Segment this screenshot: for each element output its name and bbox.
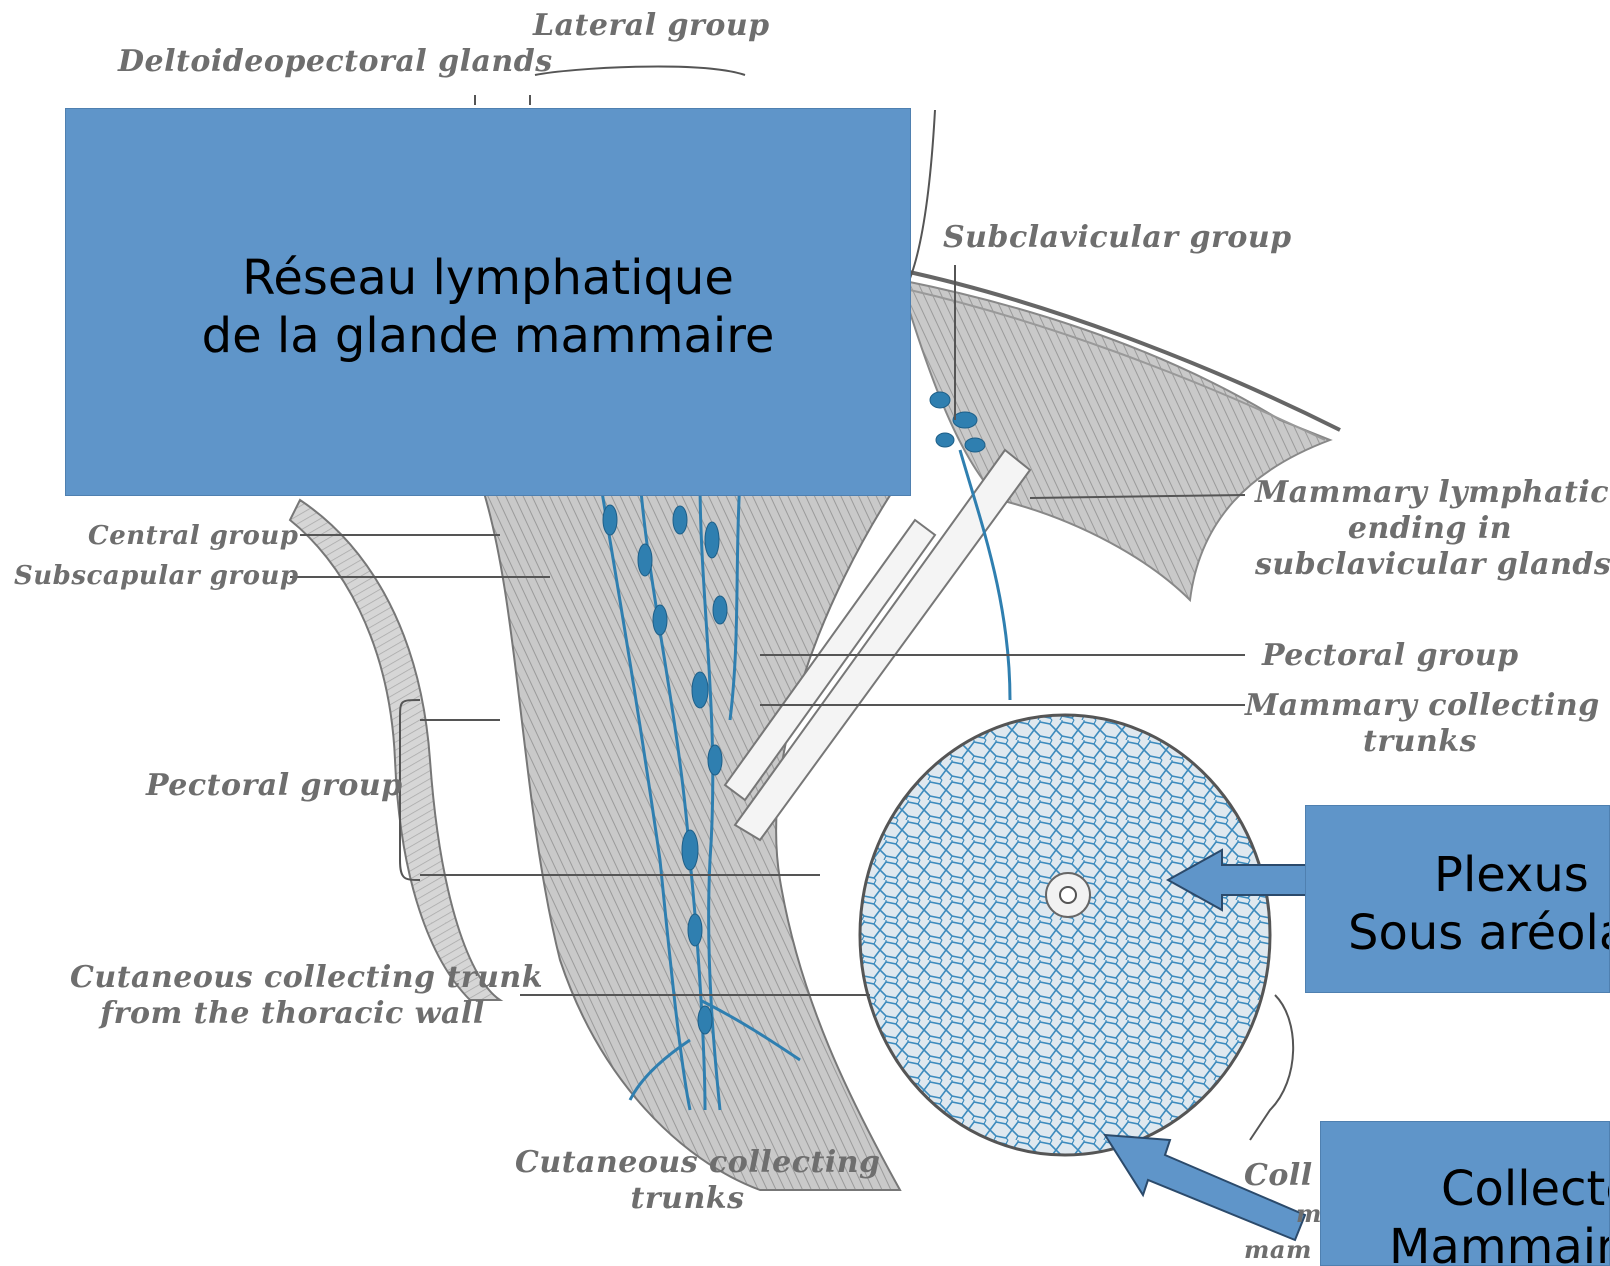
- plexus-line1: Plexus: [1434, 846, 1609, 904]
- label-mammary-collecting-line2: trunks: [1245, 724, 1595, 760]
- label-cutaneous-trunks-line1: Cutaneous collecting: [515, 1145, 860, 1181]
- title-box: Réseau lymphatique de la glande mammaire: [65, 108, 911, 496]
- collector-box: Collecte Mammaire: [1320, 1121, 1610, 1266]
- collector-line2: Mammaire: [1389, 1218, 1609, 1266]
- label-fragment-mam: mam: [1244, 1232, 1312, 1266]
- label-cutaneous-wall-line1: Cutaneous collecting trunk: [70, 960, 515, 996]
- label-pectoral-group-right: Pectoral group: [1262, 638, 1519, 674]
- label-mammary-lymphatic-line2: ending in: [1255, 511, 1605, 547]
- label-pectoral-group-left: Pectoral group: [146, 768, 403, 804]
- label-mammary-lymphatic: Mammary lymphatic ending in subclavicula…: [1255, 475, 1605, 583]
- label-cutaneous-wall-line2: from the thoracic wall: [70, 996, 515, 1032]
- label-mammary-lymphatic-line3: subclavicular glands: [1255, 547, 1605, 583]
- label-fragment-m: m: [1296, 1196, 1322, 1232]
- label-fragment-coll: Coll: [1244, 1158, 1313, 1194]
- label-cutaneous-trunks-line2: trunks: [515, 1181, 860, 1217]
- label-cutaneous-wall: Cutaneous collecting trunk from the thor…: [70, 960, 515, 1032]
- plexus-line2: Sous aréola: [1348, 904, 1609, 962]
- label-mammary-collecting: Mammary collecting trunks: [1245, 688, 1595, 760]
- label-mammary-collecting-line1: Mammary collecting: [1245, 688, 1595, 724]
- label-mammary-lymphatic-line1: Mammary lymphatic: [1255, 475, 1605, 511]
- label-deltoideopectoral-glands: Deltoideopectoral glands: [118, 44, 553, 80]
- label-subclavicular-group: Subclavicular group: [943, 220, 1292, 256]
- title-line1: Réseau lymphatique: [66, 249, 910, 307]
- title-line2: de la glande mammaire: [66, 307, 910, 365]
- label-lateral-group: Lateral group: [533, 8, 770, 44]
- label-central-group: Central group: [88, 518, 298, 554]
- label-subscapular-group: Subscapular group: [14, 558, 299, 594]
- label-cutaneous-trunks: Cutaneous collecting trunks: [515, 1145, 860, 1217]
- collector-line1: Collecte: [1441, 1160, 1609, 1218]
- plexus-box: Plexus Sous aréola: [1305, 805, 1610, 993]
